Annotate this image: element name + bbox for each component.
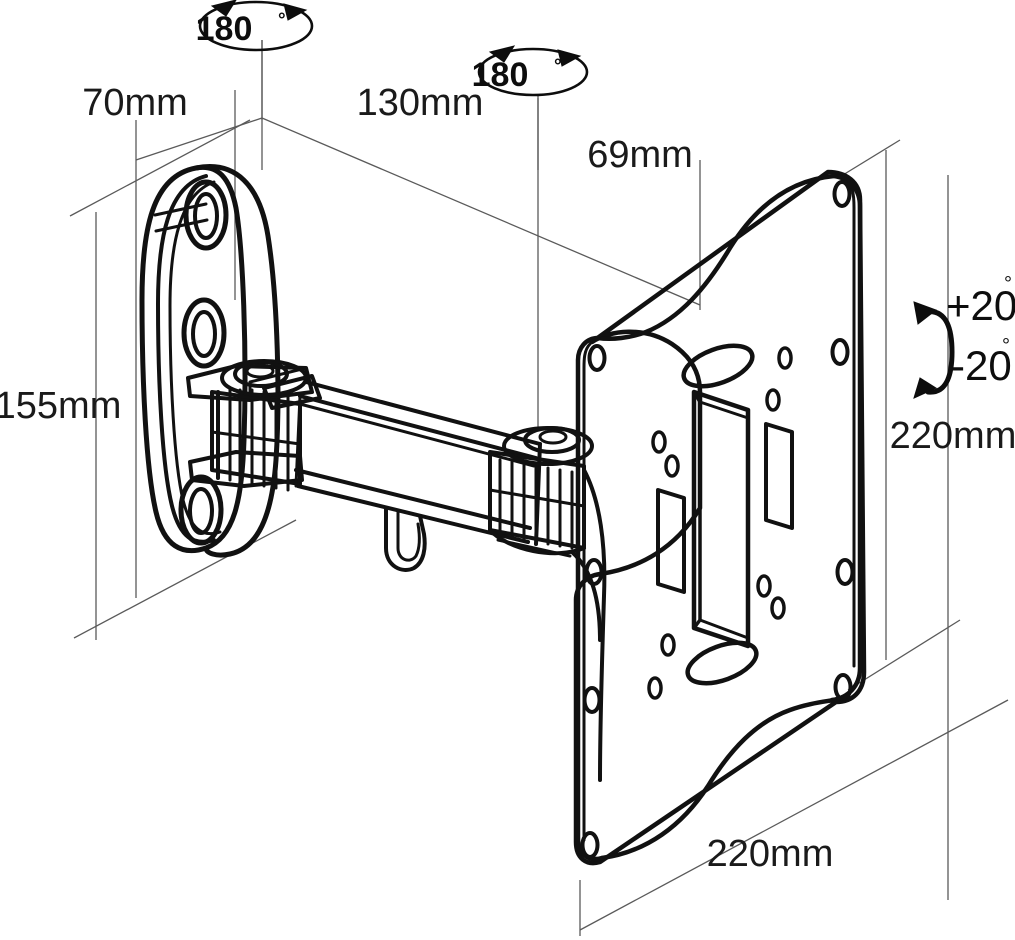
tilt-degree-up: ° — [1004, 273, 1012, 295]
leader-220v-bottom — [847, 619, 961, 691]
wall-plate-thickness-1 — [156, 174, 216, 544]
hinge-arm-attach — [262, 374, 322, 410]
hinge-pivot-screw — [245, 363, 275, 379]
vesa-hole-br-2 — [833, 673, 853, 701]
wall-hinge-bracket — [186, 359, 322, 492]
wall-plate-seam-2 — [154, 218, 209, 233]
vesa-bottom-scallop — [599, 697, 837, 861]
vesa-oval-cutout-top — [681, 343, 755, 389]
leader-70-top — [135, 117, 263, 161]
vesa-connector-curve-outer — [582, 468, 607, 782]
vesa-hole-tr-2 — [830, 338, 850, 366]
wall-plate-front-face — [193, 164, 281, 558]
tilt-label-down: -20 — [951, 342, 1012, 389]
dimension-label-69mm: 69mm — [587, 134, 693, 176]
rotation-marker-swivel-arm: 180 ° — [472, 45, 589, 170]
dimension-label-220mm-vertical: 220mm — [890, 415, 1015, 457]
rotation-arrowhead-2-right — [557, 49, 582, 67]
vesa-oval-cutout-bottom — [685, 640, 759, 686]
dimension-labels: 70mm 130mm 69mm 155mm 220mm 220mm — [0, 82, 1015, 875]
dimension-label-220mm-horizontal: 220mm — [707, 833, 834, 875]
vesa-center-aperture-depth-top — [698, 400, 750, 420]
tilt-marker: +20 ° -20 ° — [913, 273, 1015, 399]
rotation-degree-2: ° — [554, 56, 562, 77]
vesa-pattern-hole-5 — [756, 574, 772, 598]
vesa-pattern-hole-8 — [647, 676, 663, 700]
vesa-pattern-hole-3 — [651, 430, 667, 454]
leader-155-bottom — [73, 519, 297, 639]
wall-plate-hole-top-outer — [183, 179, 229, 251]
vesa-pattern-hole-6 — [770, 596, 786, 620]
rotation-ellipse-1 — [198, 0, 314, 52]
wall-plate-hole-mid-inner — [191, 310, 217, 358]
wall-plate-hole-top-inner — [193, 192, 219, 240]
vesa-hole-br-1 — [835, 558, 855, 586]
arm-left-cap — [294, 394, 302, 488]
cable-clip-outer — [384, 506, 427, 572]
vesa-right-edge — [829, 173, 863, 703]
arm-top-edge-2 — [298, 394, 538, 460]
vesa-top-scallop — [595, 173, 837, 341]
rotation-label-2: 180 — [472, 56, 529, 94]
tilt-arrowhead-down — [913, 377, 938, 399]
wall-plate-hole-bottom-inner — [188, 487, 214, 535]
rotation-label-1: 180 — [196, 10, 253, 48]
arm-bottom-edge-2 — [296, 484, 530, 544]
wall-plate-hole-mid-outer — [181, 297, 227, 369]
pivot-bottom-ring — [488, 528, 586, 556]
vesa-center-aperture — [691, 389, 751, 649]
vesa-center-aperture-depth-left — [692, 390, 702, 630]
vesa-hole-bl-1 — [584, 558, 604, 586]
pivot-screw — [538, 429, 568, 445]
rotation-arrowhead-2-left — [488, 45, 516, 63]
hinge-pivot-cap — [233, 360, 289, 388]
arm-top-edge — [304, 380, 542, 446]
vesa-pattern-hole-1 — [777, 346, 793, 370]
tilt-arrowhead-up — [913, 301, 938, 325]
wall-plate — [139, 164, 281, 558]
vesa-hole-bl-3 — [580, 831, 600, 859]
pivot-base-edge — [496, 538, 572, 558]
tilt-arc — [922, 309, 955, 395]
vesa-left-edge-inner — [582, 342, 592, 842]
hinge-knuckle-band — [210, 430, 302, 446]
vesa-pattern-hole-4 — [664, 454, 680, 478]
arm-band-1 — [298, 402, 536, 468]
rotation-marker-swivel-wall: 180 ° — [196, 0, 314, 120]
tilt-degree-down: ° — [1002, 335, 1010, 357]
wall-plate-hole-bottom-outer — [178, 474, 224, 546]
cable-clip-inner — [396, 510, 421, 562]
leader-220-bottom — [579, 699, 1009, 931]
vesa-pattern-hole-7 — [660, 633, 676, 657]
vesa-pattern-hole-2 — [765, 388, 781, 412]
rotation-arrowhead-1-left — [210, 0, 237, 17]
rotation-arrowhead-1-right — [283, 3, 308, 21]
dimension-label-70mm: 70mm — [82, 82, 188, 124]
tilt-label-up: +20 — [946, 282, 1015, 329]
dimension-label-130mm: 130mm — [357, 82, 484, 124]
leader-130 — [261, 117, 701, 306]
leader-220v-top — [837, 139, 901, 179]
vesa-slot-left — [656, 488, 686, 594]
vesa-center-aperture-depth-bottom — [698, 618, 750, 640]
vesa-hole-bl-2 — [582, 686, 602, 714]
dimension-label-155mm: 155mm — [0, 385, 121, 427]
leader-155-top — [69, 119, 251, 217]
vesa-plate — [573, 169, 867, 866]
vesa-hole-tr-1 — [832, 180, 852, 208]
vesa-slot-right — [764, 422, 794, 530]
rotation-degree-1: ° — [278, 10, 286, 31]
vesa-plate-outline-primary — [573, 169, 867, 866]
vesa-hole-tl-1 — [587, 344, 607, 372]
rotation-ellipse-2 — [477, 47, 589, 97]
